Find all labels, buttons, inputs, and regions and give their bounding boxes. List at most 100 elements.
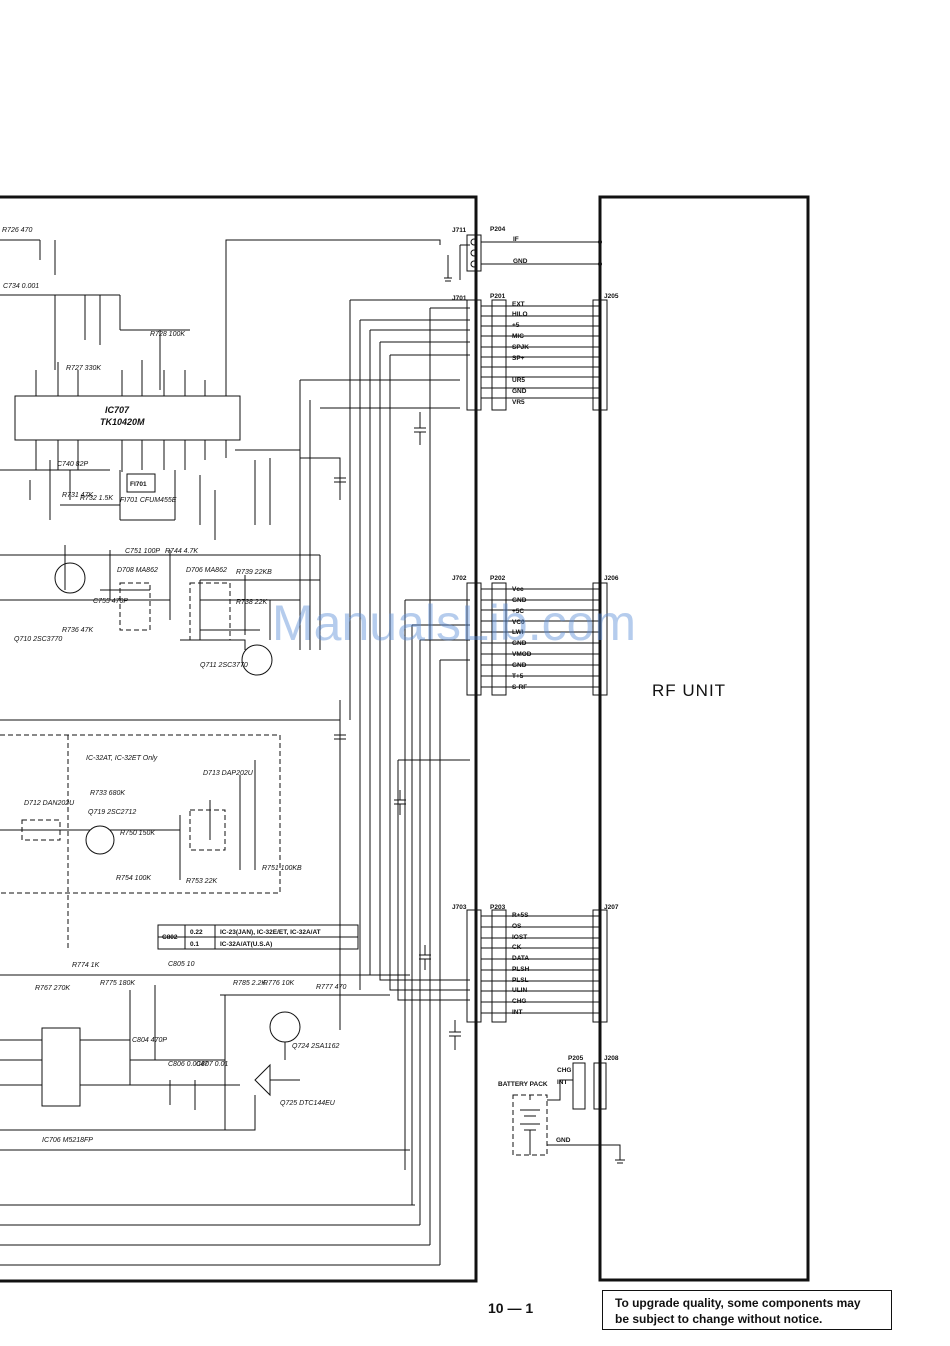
part-d712: D712 DAN202U [24,800,75,807]
svg-text:0.1: 0.1 [190,941,199,948]
svg-text:VMOD: VMOD [512,651,532,658]
svg-text:P203: P203 [490,904,506,911]
part-r754: R754 100K [116,875,151,882]
rf-unit-label: RF UNIT [652,681,726,700]
battery-pack-label: BATTERY PACK [498,1081,548,1088]
svg-text:IC-23(JAN), IC-32E/ET, IC-32A/: IC-23(JAN), IC-32E/ET, IC-32A/AT [220,929,321,936]
svg-text:0.22: 0.22 [190,929,203,936]
part-q725: Q725 DTC144EU [280,1100,336,1107]
svg-text:OS: OS [512,923,522,930]
svg-text:IOST: IOST [512,934,527,941]
ic707-part: TK10420M [100,417,145,427]
part-d708: D708 MA862 [117,567,158,574]
connector-p201: J701 P201 J205 EXT HILO +5 MIC SPJK SP+ … [452,293,619,411]
svg-text:CK: CK [512,944,522,951]
bus-wiring [299,244,470,1265]
part-r736: R736 47K [62,627,93,634]
part-r776: R776 10K [263,980,294,987]
part-d706: D706 MA862 [186,567,227,574]
svg-text:Vcc: Vcc [512,586,524,593]
c802-table: C802 0.22 IC-23(JAN), IC-32E/ET, IC-32A/… [157,924,359,950]
svg-text:J702: J702 [452,575,467,582]
svg-text:+5: +5 [512,322,520,329]
connector-p203: J703 P203 J207 R+5S OS IOST CK DATA PLSH… [452,904,619,1023]
svg-text:VC0: VC0 [512,619,525,626]
svg-text:GND: GND [512,640,527,647]
svg-text:GND: GND [513,258,528,265]
svg-text:ULIN: ULIN [512,987,527,994]
part-r744: R744 4.7K [165,548,198,555]
svg-text:GND: GND [512,597,527,604]
notice-box: To upgrade quality, some components may … [602,1290,892,1330]
part-d713: D713 DAP202U [203,770,254,777]
part-r753: R753 22K [186,878,217,885]
part-r731: R731 47K [62,492,93,499]
part-r751: R751 100KB [262,865,302,872]
svg-text:J207: J207 [604,904,619,911]
watermark: ManualsLib.com [272,595,636,651]
upper-left-circuitry: FI701 [0,239,341,540]
svg-text:P205: P205 [568,1055,584,1062]
connector-p204: J711 P204 IF GND [452,226,602,272]
battery-section: P205 J208 CHG INT BATTERY PACK GND [498,1055,625,1164]
part-c806: C806 0.0047 [168,1061,209,1068]
part-c805: C805 10 [168,961,195,968]
part-r739: R739 22KB [236,569,272,576]
svg-text:IC-32A/AT(U.S.A): IC-32A/AT(U.S.A) [220,941,272,948]
svg-text:J703: J703 [452,904,467,911]
part-c740: C740 82P [57,461,88,468]
svg-text:J206: J206 [604,575,619,582]
part-r785: R785 2.2K [233,980,266,987]
connector-p202: J702 P202 J206 Vcc GND +5C VC0 LWI GND V… [452,575,619,696]
svg-text:SPJK: SPJK [512,344,529,351]
svg-text:SP+: SP+ [512,355,525,362]
svg-text:PLSL: PLSL [512,977,529,984]
part-r732: R732 1.5K [80,495,113,502]
svg-text:J205: J205 [604,293,619,300]
svg-text:LWI: LWI [512,629,524,636]
part-fi701: FI701 CFUM455E [120,497,177,504]
part-r733: R733 680K [90,790,125,797]
svg-text:P204: P204 [490,226,506,233]
svg-text:EXT: EXT [512,301,525,308]
part-ic706: IC706 M5218FP [42,1137,93,1144]
svg-text:P201: P201 [490,293,506,300]
svg-text:J711: J711 [452,227,466,234]
svg-text:J208: J208 [604,1055,619,1062]
ic32-only-section: IC-32AT, IC-32ET Only [0,719,341,980]
svg-text:GND: GND [512,662,527,669]
part-q724: Q724 2SA1162 [292,1043,339,1050]
ic32-note: IC-32AT, IC-32ET Only [86,755,158,762]
bypass-capacitors [334,412,461,1050]
part-c734: C734 0.001 [3,283,39,290]
svg-text:GND: GND [512,388,527,395]
svg-text:R+5S: R+5S [512,912,529,919]
svg-text:CHG: CHG [557,1067,571,1074]
svg-text:GND: GND [556,1137,571,1144]
part-c804: C804 470P [132,1037,167,1044]
page-number: 10 — 1 [488,1300,534,1316]
part-q719: Q719 2SC2712 [88,809,136,816]
ic707-name: IC707 [105,405,130,415]
lower-left-circuitry [0,974,440,1266]
notice-line-2: be subject to change without notice. [615,1312,823,1326]
svg-text:T+5: T+5 [512,673,524,680]
part-r727: R727 330K [66,365,101,372]
part-r777: R777 470 [316,984,346,991]
svg-text:UR5: UR5 [512,377,525,384]
part-r728: R728 100K [150,331,185,338]
part-q710: Q710 2SC3770 [14,636,62,643]
svg-text:VR5: VR5 [512,399,525,406]
part-r738: R738 22K [236,599,267,606]
svg-text:HILO: HILO [512,311,528,318]
svg-text:DATA: DATA [512,955,529,962]
svg-text:IF: IF [513,236,519,243]
part-r774: R774 1K [72,962,100,969]
svg-text:P202: P202 [490,575,506,582]
part-r767: R767 270K [35,985,70,992]
svg-text:MIC: MIC [512,333,524,340]
svg-text:CHG: CHG [512,998,526,1005]
svg-text:J701: J701 [452,295,467,302]
